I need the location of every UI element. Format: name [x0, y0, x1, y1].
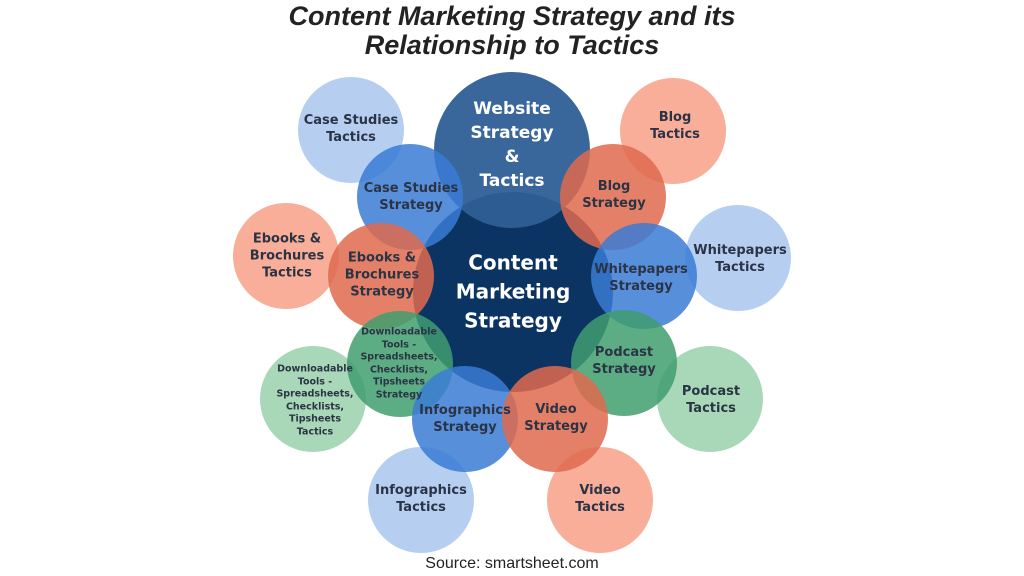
video-tactics-circle: [547, 447, 653, 553]
infographics-tactics-circle: [368, 447, 474, 553]
diagram-title: Content Marketing Strategy and its Relat…: [0, 2, 1024, 60]
downloadable-tactics-circle: [260, 346, 366, 452]
video-strategy-circle: [502, 366, 608, 472]
whitepapers-strategy-circle: [591, 223, 697, 329]
website-circle: [434, 72, 590, 228]
source-caption: Source: smartsheet.com: [425, 555, 599, 572]
ebooks-strategy-circle: [328, 223, 434, 329]
ebooks-tactics-circle: [233, 203, 339, 309]
content-marketing-circle: [413, 192, 613, 392]
podcast-tactics-circle: [657, 346, 763, 452]
infographics-strategy-circle: [412, 366, 518, 472]
title-line-2: Relationship to Tactics: [364, 30, 660, 60]
whitepapers-tactics-circle: [685, 205, 791, 311]
title-line-1: Content Marketing Strategy and its: [288, 1, 736, 31]
